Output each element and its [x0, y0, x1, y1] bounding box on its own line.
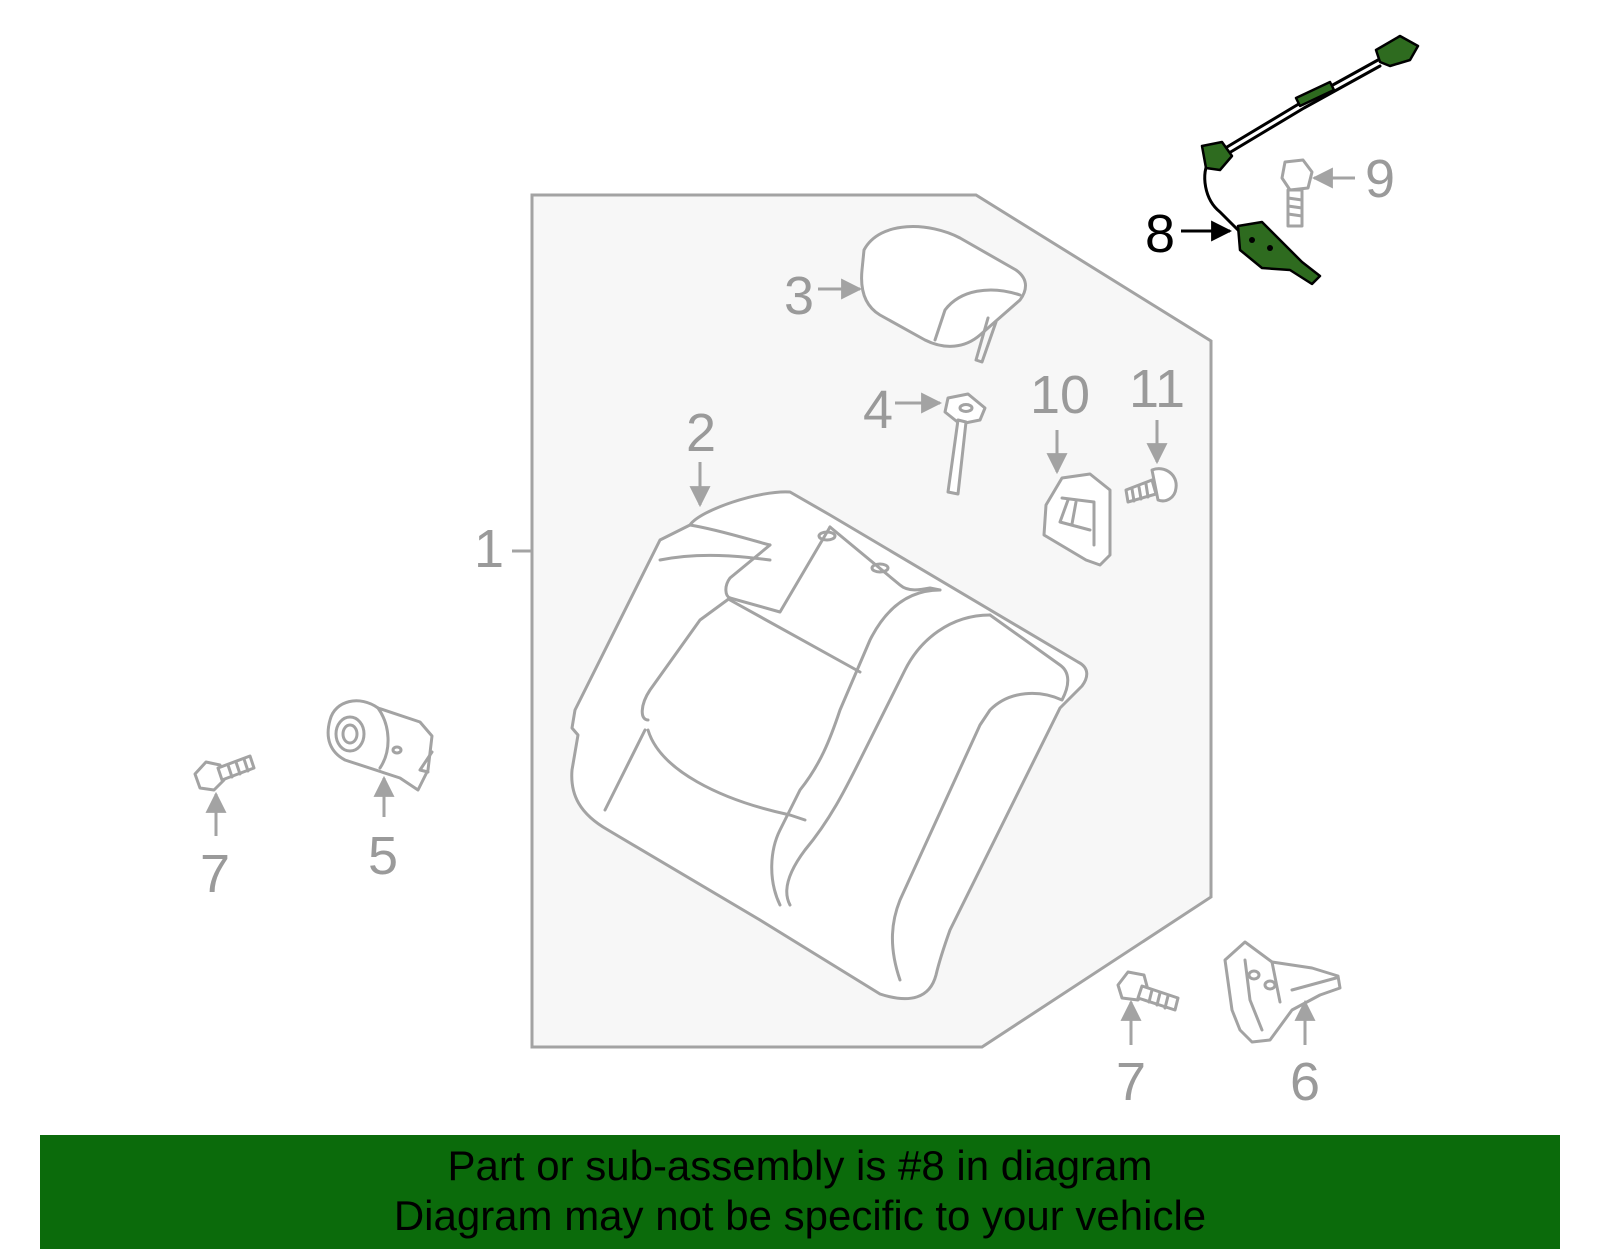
banner-line-1: Part or sub-assembly is #8 in diagram	[447, 1142, 1153, 1189]
seat-back-cushion	[570, 490, 1089, 1001]
bolt-9	[1280, 158, 1314, 228]
headrest	[860, 225, 1027, 364]
headrest-guide	[943, 392, 987, 496]
callout-5: 5	[368, 826, 398, 886]
bolt-7-right	[1116, 970, 1180, 1012]
hinge-bracket	[326, 699, 434, 792]
callout-4: 4	[863, 380, 893, 440]
bolt-7-left	[193, 754, 256, 792]
leader-arrows	[205, 167, 1355, 1045]
callout-3: 3	[784, 266, 814, 326]
seat-harness-highlighted	[1200, 34, 1420, 286]
callout-2: 2	[686, 403, 716, 463]
screw	[1124, 467, 1178, 504]
callout-9: 9	[1365, 149, 1395, 209]
callout-7-right: 7	[1116, 1052, 1146, 1112]
callout-11: 11	[1129, 359, 1185, 419]
info-banner: Part or sub-assembly is #8 in diagram Di…	[40, 1135, 1560, 1249]
callout-1: 1	[474, 519, 504, 579]
callout-8: 8	[1145, 204, 1175, 264]
callout-6: 6	[1290, 1052, 1320, 1112]
floor-bracket	[1223, 940, 1342, 1044]
callout-10: 10	[1030, 365, 1090, 425]
banner-line-2: Diagram may not be specific to your vehi…	[393, 1192, 1207, 1239]
callout-7-left: 7	[200, 844, 230, 904]
release-bezel	[1042, 472, 1112, 567]
